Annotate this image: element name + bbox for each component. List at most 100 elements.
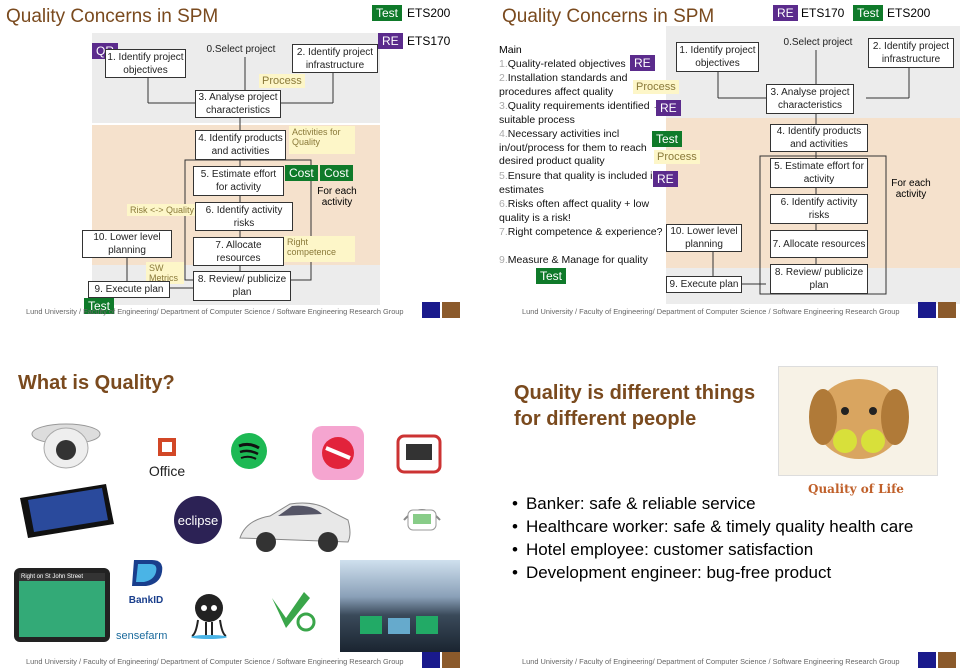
list-item-7: Right competence & experience? <box>507 226 663 238</box>
re-tag: RE <box>773 5 798 22</box>
spotify-icon <box>230 432 268 475</box>
item-number: 3. <box>499 100 508 112</box>
github-octocat-icon <box>186 590 232 645</box>
footer: Lund University / Faculty of Engineering… <box>522 307 900 316</box>
slide-title: Quality Concerns in SPM <box>502 6 715 27</box>
footer: Lund University / Faculty of Engineering… <box>522 657 900 666</box>
office-logo: Office <box>142 438 192 479</box>
footer-square-brown <box>938 302 956 318</box>
step-6-box: 6. Identify activity risks <box>195 202 293 231</box>
item-number: 2. <box>499 72 508 84</box>
test-tag-item9: Test <box>536 268 567 285</box>
eclipse-logo: eclipse <box>174 496 222 544</box>
course-code-ets170: ETS170 <box>801 6 845 20</box>
quality-list: 1.Quality-related objectives 2.Installat… <box>499 58 665 268</box>
step-7-box: 7. Allocate resources <box>193 237 284 266</box>
re-tag-item1: RE <box>630 55 655 72</box>
step-6-box: 6. Identify activity risks <box>770 194 868 224</box>
footer-square-navy <box>422 302 440 318</box>
item-number: 7. <box>499 226 508 238</box>
step-2-box: 2. Identify project infrastructure <box>292 44 378 73</box>
footer-square-brown <box>938 652 956 668</box>
slide-title: Quality Concerns in SPM <box>6 6 219 27</box>
step-3-box: 3. Analyse project characteristics <box>195 90 281 118</box>
bullet-list: Banker: safe & reliable service Healthca… <box>512 492 913 584</box>
slide-3: What is Quality? Office eclipse Right on… <box>0 350 464 670</box>
office-label: Office <box>148 463 186 479</box>
list-item-2: Installation standards and procedures af… <box>499 72 628 98</box>
bankid-label: BankID <box>128 595 164 606</box>
test-tag: Test <box>853 5 884 22</box>
hand-check-icon <box>266 588 318 639</box>
right-competence-note: Right competence <box>284 236 355 262</box>
step-2-box: 2. Identify project infrastructure <box>868 38 954 68</box>
list-item-6: Risks often affect quality + low quality… <box>499 198 650 224</box>
main-label: Main <box>499 44 522 56</box>
for-each-activity: For each activity <box>891 178 931 200</box>
bullet-banker: Banker: safe & reliable service <box>512 492 913 515</box>
eclipse-label: eclipse <box>174 496 222 544</box>
list-item-1: Quality-related objectives <box>507 58 626 70</box>
blood-pressure-device-image <box>398 490 446 539</box>
process-note: Process <box>259 74 305 88</box>
item-number: 6. <box>499 198 508 210</box>
step-7-box: 7. Allocate resources <box>770 230 868 258</box>
cost-tag-1: Cost <box>285 165 318 182</box>
sensefarm-logo: sensefarm <box>116 630 168 642</box>
course-code-ets170: ETS170 <box>407 34 451 48</box>
sw-metrics-note: SW Metrics <box>146 262 184 284</box>
test-tag-item4: Test <box>652 131 683 148</box>
item-number: 5. <box>499 170 508 182</box>
bullet-hotel: Hotel employee: customer satisfaction <box>512 538 913 561</box>
slide-1: Quality Concerns in SPM Test ETS200 RE E… <box>0 0 464 320</box>
process-note-item4: Process <box>654 150 700 164</box>
dog-photo <box>778 366 938 476</box>
course-code-ets200: ETS200 <box>887 6 931 20</box>
re-tag: RE <box>378 33 403 50</box>
test-tag: Test <box>372 5 403 22</box>
step-10-box: 10. Lower level planning <box>82 230 172 258</box>
footer-square-brown <box>442 652 460 668</box>
list-item-4: Necessary activities incl in/out/process… <box>499 128 647 168</box>
item-number: 9. <box>499 254 508 266</box>
activities-note: Activities for Quality <box>289 126 355 154</box>
step-5-box: 5. Estimate effort for activity <box>193 166 284 196</box>
flow-lines <box>712 50 910 295</box>
bullet-healthcare: Healthcare worker: safe & timely quality… <box>512 515 913 538</box>
re-tag-item5: RE <box>653 171 678 188</box>
tablet-image <box>16 480 116 545</box>
footer-square-navy <box>422 652 440 668</box>
step-5-box: 5. Estimate effort for activity <box>770 158 868 188</box>
cockpit-image <box>340 560 460 652</box>
slide-2: Quality Concerns in SPM RE ETS170 Test E… <box>496 0 960 320</box>
step-3-box: 3. Analyse project characteristics <box>766 84 854 114</box>
step-8-box: 8. Review/ publicize plan <box>770 264 868 294</box>
step-1-box: 1. Identify project objectives <box>105 49 186 78</box>
footer: Lund University / Faculty of Engineering… <box>26 307 404 316</box>
slide-title: Quality is different things for differen… <box>514 382 756 430</box>
list-item-5: Ensure that quality is included in estim… <box>499 170 659 196</box>
bullet-engineer: Development engineer: bug-free product <box>512 561 913 584</box>
step-9-box: 9. Execute plan <box>666 276 742 293</box>
bankid-logo: BankID <box>126 558 166 606</box>
list-item-9: Measure & Manage for quality <box>507 254 648 266</box>
slide-title: What is Quality? <box>18 372 175 394</box>
test-tag-bottom: Test <box>84 298 115 315</box>
item-number: 4. <box>499 128 508 140</box>
re-tag-item3: RE <box>656 100 681 117</box>
medical-device-image <box>396 432 442 481</box>
list-item-3: Quality requirements identified → suitab… <box>499 100 664 126</box>
step-1-box: 1. Identify project objectives <box>676 42 759 72</box>
footer-square-navy <box>918 652 936 668</box>
step-0-box: 0.Select project <box>206 44 276 55</box>
candy-crush-icon <box>312 426 364 485</box>
item-number: 1. <box>499 58 508 70</box>
for-each-activity: For each activity <box>317 186 357 208</box>
cost-tag-2: Cost <box>320 165 353 182</box>
step-4-box: 4. Identify products and activities <box>770 124 868 152</box>
footer-square-navy <box>918 302 936 318</box>
step-4-box: 4. Identify products and activities <box>195 130 286 160</box>
course-code-ets200: ETS200 <box>407 6 451 20</box>
car-image <box>236 490 354 565</box>
step-8-box: 8. Review/ publicize plan <box>193 271 291 301</box>
